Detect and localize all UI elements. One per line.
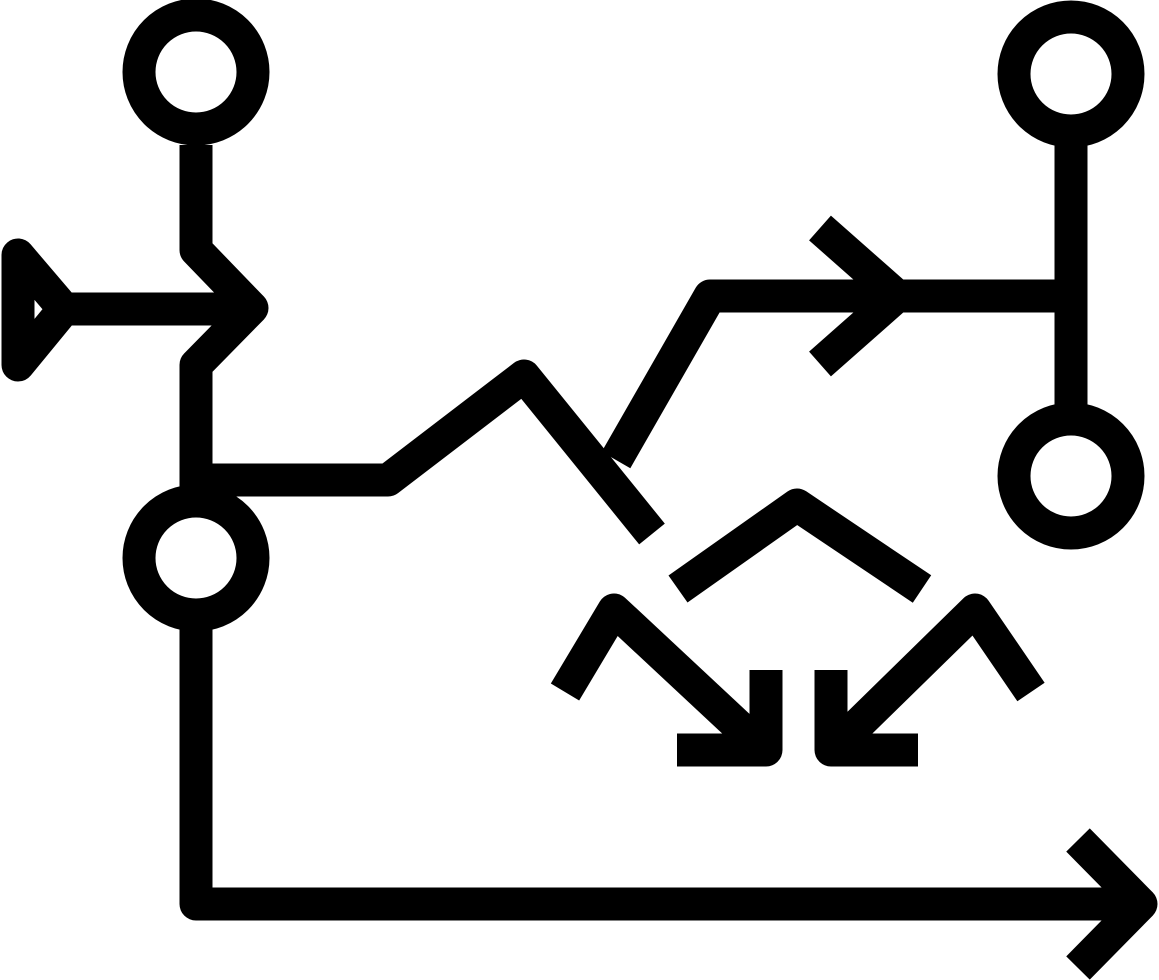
top-right-node: [997, 0, 1145, 148]
left-vertical-connector: [179, 145, 269, 502]
zigzag-path-upper: [601, 279, 1071, 469]
converging-left-arrowhead: [677, 670, 783, 767]
converging-right-arrowhead: [814, 670, 918, 767]
zigzag-path-arrow: [196, 359, 665, 545]
bottom-axis-arrow: [179, 615, 1136, 921]
input-arrow-triangle: [1, 238, 81, 382]
bottom-axis-arrowhead: [1066, 828, 1158, 980]
upper-path-arrowhead: [809, 215, 914, 377]
top-left-node: [122, 0, 270, 146]
bottom-left-node: [122, 484, 270, 632]
converging-right-arrow: [820, 593, 1045, 762]
roof-chevron: [668, 488, 932, 603]
converging-left-arrow: [550, 593, 776, 763]
bottom-right-node: [997, 402, 1145, 550]
